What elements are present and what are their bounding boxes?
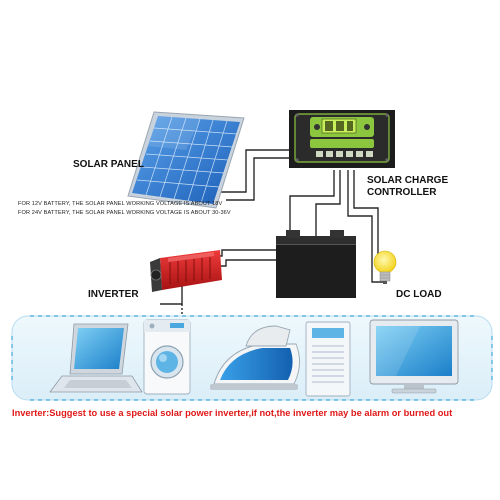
inverter-warning-text: Inverter:Suggest to use a special solar … (12, 408, 453, 418)
charge-controller-label-line1: SOLAR CHARGE (367, 175, 449, 186)
solar-panel-label: SOLAR PANEL (73, 159, 144, 170)
washing-machine-icon (143, 319, 191, 395)
inverter-label: INVERTER (88, 289, 139, 300)
laptop-icon (49, 323, 143, 393)
charge-controller-label-line2: CONTROLLER (367, 187, 437, 198)
dc-load-label: DC LOAD (396, 289, 442, 300)
iron-icon (210, 325, 300, 390)
solar-panel-icon (127, 111, 245, 209)
battery-24v-note: FOR 24V BATTERY, THE SOLAR PANEL WORKING… (18, 210, 231, 216)
charge-controller-icon (289, 110, 395, 168)
monitor-icon (369, 319, 459, 394)
air-conditioner-icon (305, 321, 351, 397)
battery-12v-note: FOR 12V BATTERY, THE SOLAR PANEL WORKING… (18, 201, 223, 207)
inverter-icon (150, 250, 222, 292)
light-bulb-icon (373, 250, 397, 284)
battery-icon (276, 230, 356, 298)
